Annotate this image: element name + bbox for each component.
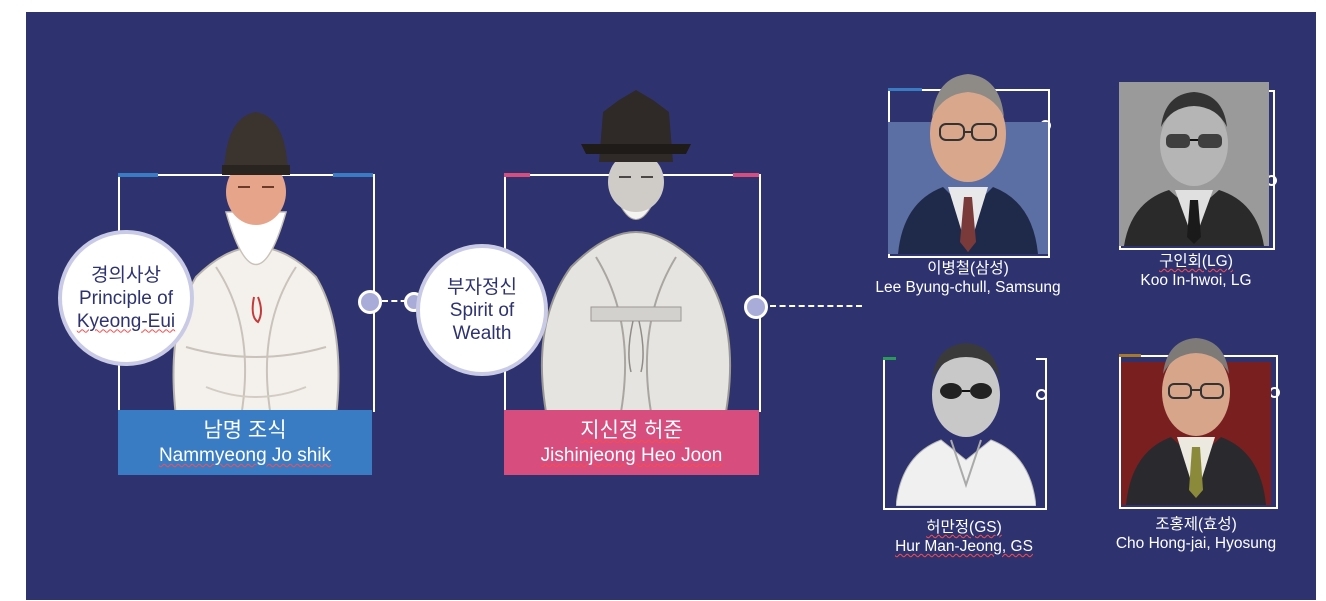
left-concept-ko: 경의사상 (91, 264, 161, 286)
heojoon-portrait (540, 90, 732, 412)
lee-name-ko: 이병철(삼성) (927, 260, 1009, 277)
lee-name-en: Lee Byung-chull, Samsung (875, 279, 1061, 296)
hur-frame-accent (883, 357, 905, 360)
middle-name-ko: 지신정 허준 (580, 419, 683, 442)
left-middle-connector (382, 300, 416, 302)
middle-concept-en-1: Spirit of (449, 299, 515, 321)
cho-name-en: Cho Hong-jai, Hyosung (1115, 535, 1277, 552)
cho-name-ko: 조홍제(효성) (1155, 516, 1237, 533)
lee-frame-accent (888, 88, 922, 91)
left-concept-en-2: Kyeong-Eui (76, 310, 176, 332)
left-concept-circle: 경의사상 Principle of Kyeong-Eui (58, 230, 194, 366)
koo-name-en: Koo In-hwoi, LG (1140, 272, 1252, 289)
hur-caption: 허만정(GS) Hur Man-Jeong, GS (864, 518, 1064, 556)
left-frame-accent-left (118, 173, 158, 177)
hur-name-en: Hur Man-Jeong, GS (895, 538, 1033, 555)
lee-photo (888, 62, 1048, 254)
middle-frame-accent-right (733, 173, 759, 177)
middle-concept-en-2: Wealth (452, 322, 512, 344)
cho-photo (1121, 322, 1271, 505)
middle-right-connector (770, 305, 862, 307)
lee-caption: 이병철(삼성) Lee Byung-chull, Samsung (868, 259, 1068, 297)
middle-concept-circle: 부자정신 Spirit of Wealth (416, 244, 548, 376)
middle-name-plate: 지신정 허준 Jishinjeong Heo Joon (504, 410, 759, 475)
diagram-canvas: 남명 조식 Nammyeong Jo shik 경의사상 Principle o… (26, 12, 1316, 600)
middle-frame-accent-left (504, 173, 530, 177)
koo-caption: 구인회(LG) Koo In-hwoi, LG (1096, 252, 1296, 290)
left-connector-node (358, 290, 382, 314)
cho-frame-accent (1119, 354, 1141, 357)
cho-caption: 조홍제(효성) Cho Hong-jai, Hyosung (1096, 515, 1296, 553)
hur-frame-ring (1036, 389, 1047, 400)
middle-concept-ko: 부자정신 (447, 276, 517, 298)
left-concept-en-1: Principle of (79, 287, 173, 309)
left-name-ko: 남명 조식 (203, 419, 287, 442)
koo-name-ko: 구인회(LG) (1159, 253, 1233, 270)
nammyeong-portrait (172, 112, 340, 417)
left-name-en: Nammyeong Jo shik (158, 445, 332, 466)
koo-photo (1119, 82, 1269, 246)
middle-name-en: Jishinjeong Heo Joon (540, 445, 723, 466)
hur-name-ko: 허만정(GS) (926, 519, 1002, 536)
middle-right-connector-node (744, 295, 768, 319)
hur-photo (896, 335, 1036, 506)
left-name-plate: 남명 조식 Nammyeong Jo shik (118, 410, 372, 475)
left-frame-accent-right (333, 173, 373, 177)
